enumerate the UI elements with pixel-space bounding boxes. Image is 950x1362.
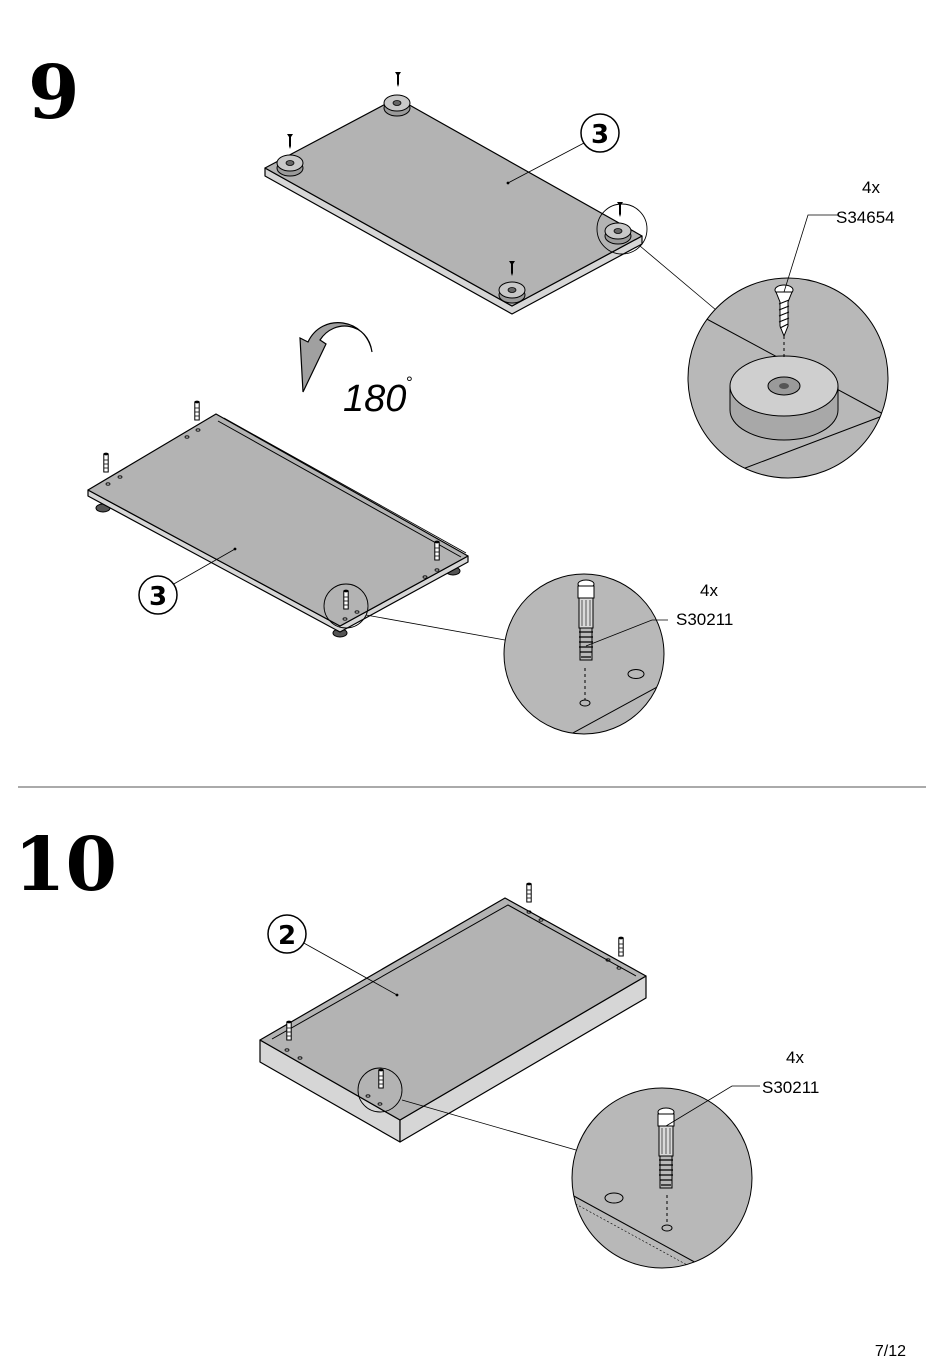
svg-text:S30211: S30211: [676, 610, 733, 629]
svg-text:S30211: S30211: [762, 1078, 819, 1097]
detail-cam-dowel-step9: [504, 574, 670, 740]
svg-text:4x: 4x: [786, 1048, 804, 1067]
fitting-label-s30211-step10: 4x S30211: [762, 1048, 819, 1097]
detail-screw-pad: [688, 278, 888, 478]
rotation-angle: 180: [343, 378, 406, 420]
part-3-callout: 3: [581, 114, 619, 152]
svg-text:3: 3: [149, 582, 167, 612]
fitting-label-s30211-step9: 4x S30211: [676, 581, 733, 629]
page-number: 7/12: [875, 1343, 906, 1360]
svg-text:4x: 4x: [862, 178, 880, 197]
svg-text:4x: 4x: [700, 581, 718, 600]
part-2-callout: 2: [268, 915, 306, 953]
degree-symbol: °: [406, 373, 413, 392]
svg-text:3: 3: [591, 120, 609, 150]
svg-text:2: 2: [278, 921, 296, 951]
fitting-label-s34654: 4x S34654: [836, 178, 895, 227]
svg-text:S34654: S34654: [836, 208, 895, 227]
board-part-2: [260, 898, 646, 1142]
step-10-number: 10: [14, 822, 117, 908]
part-3-callout-flipped: 3: [139, 576, 177, 614]
step-9-number: 9: [28, 50, 80, 136]
detail-cam-dowel-step10: [572, 1088, 752, 1272]
